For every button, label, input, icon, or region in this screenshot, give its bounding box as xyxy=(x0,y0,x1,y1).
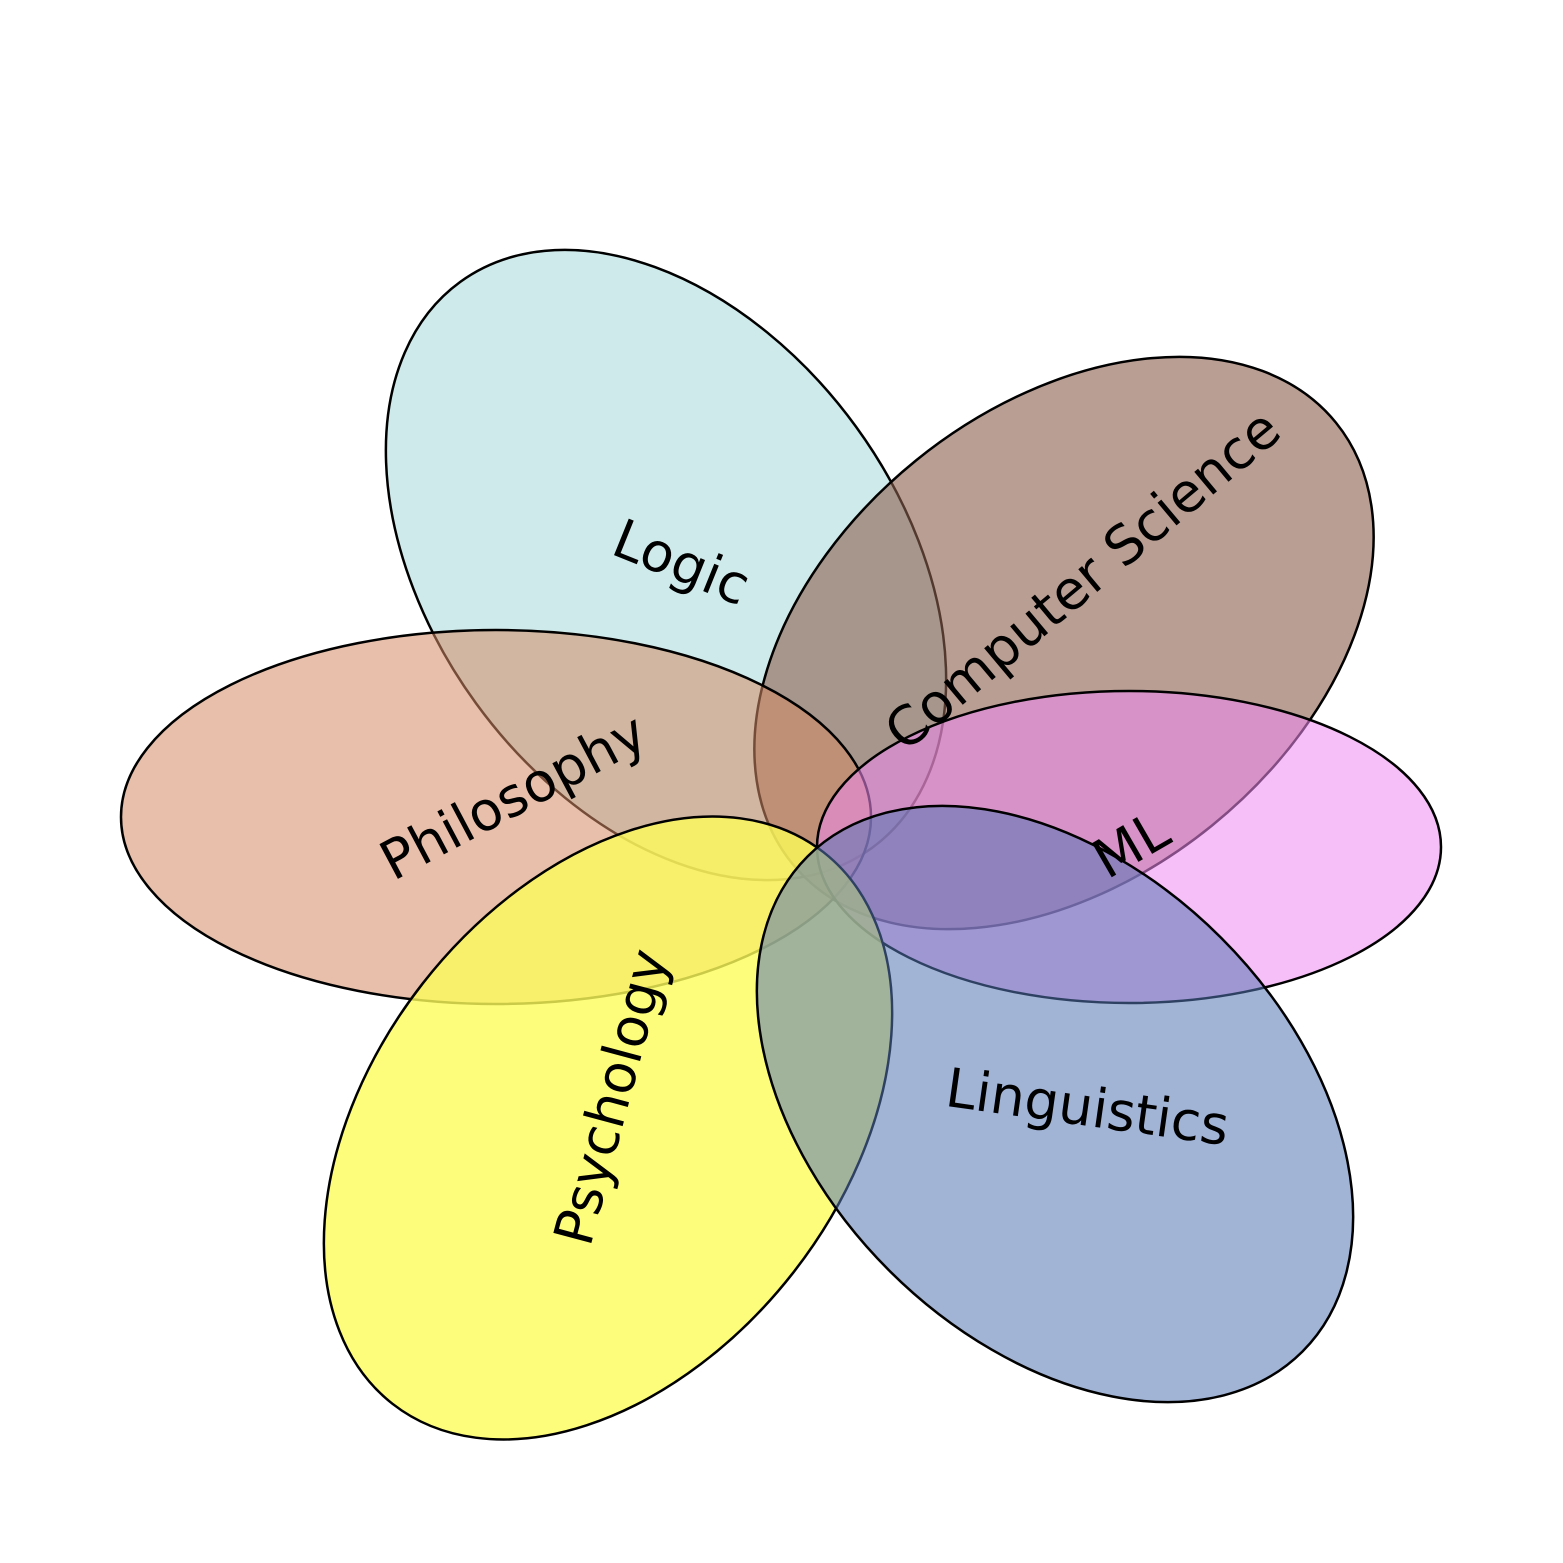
ellipse-linguistics xyxy=(755,804,1355,1404)
